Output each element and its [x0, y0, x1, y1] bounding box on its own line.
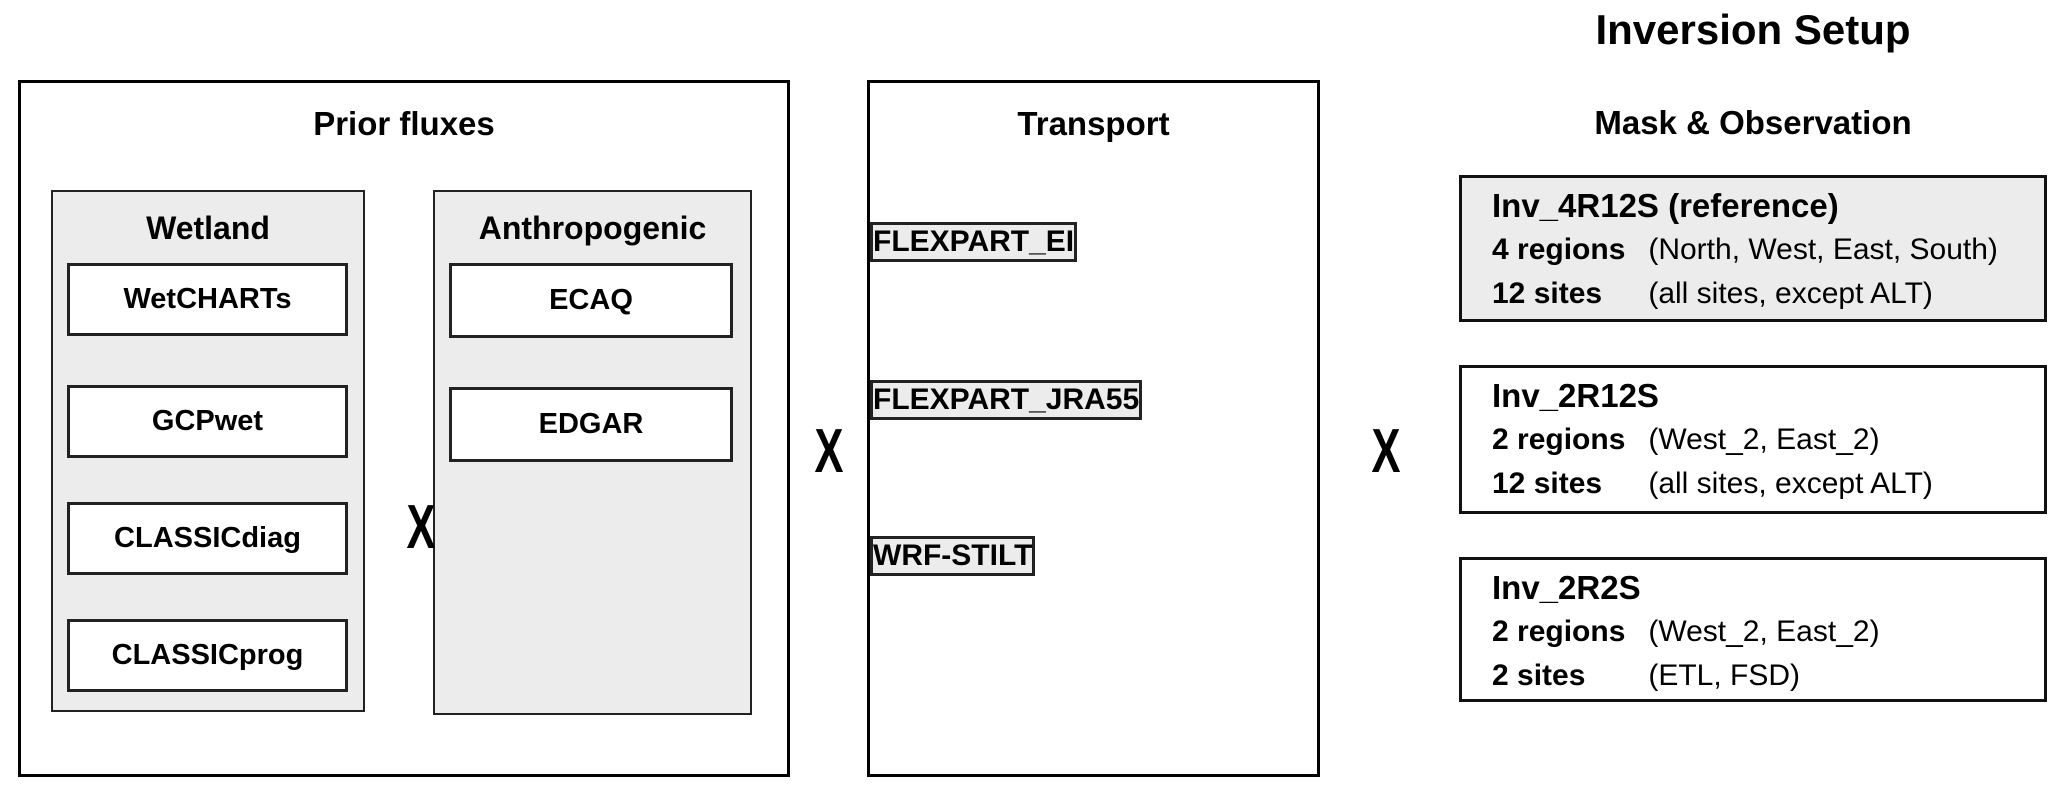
multiply-symbol-transport-inversion: X: [1371, 417, 1401, 486]
transport-model-flexpart-jra55: FLEXPART_JRA55: [870, 380, 1143, 420]
sites-desc: (all sites, except ALT): [1648, 277, 1933, 310]
inversion-sites-line: 12 sites (all sites, except ALT): [1492, 272, 2044, 316]
anthropogenic-column: Anthropogenic ECAQ EDGAR: [433, 190, 752, 715]
regions-desc: (West_2, East_2): [1648, 423, 1880, 456]
sites-label: 12 sites: [1492, 277, 1603, 310]
wetland-model-label: WetCHARTs: [123, 283, 292, 315]
inversion-box-inv-2r2s: Inv_2R2S 2 regions (West_2, East_2) 2 si…: [1459, 557, 2047, 702]
transport-model-label: FLEXPART_EI: [873, 225, 1075, 258]
anthropogenic-model-ecaq: ECAQ: [449, 263, 733, 338]
regions-label: 2 regions: [1492, 615, 1626, 648]
inversion-regions-line: 2 regions (West_2, East_2): [1492, 418, 2044, 462]
regions-label: 2 regions: [1492, 423, 1626, 456]
sites-label: 2 sites: [1492, 659, 1586, 692]
wetland-title: Wetland: [146, 210, 270, 246]
regions-desc: (North, West, East, South): [1648, 233, 1998, 266]
inversion-name: Inv_2R2S: [1492, 569, 1641, 606]
wetland-model-classicdiag: CLASSICdiag: [67, 502, 348, 575]
transport-model-flexpart-ei: FLEXPART_EI: [870, 222, 1078, 262]
inversion-regions-line: 2 regions (West_2, East_2): [1492, 610, 2044, 654]
prior-fluxes-title: Prior fluxes: [313, 105, 495, 142]
anthropogenic-model-label: ECAQ: [549, 284, 633, 316]
inversion-box-inv-4r12s: Inv_4R12S (reference) 4 regions (North, …: [1459, 175, 2047, 322]
wetland-model-wetcharts: WetCHARTs: [67, 263, 348, 336]
inversion-box-inv-2r12s: Inv_2R12S 2 regions (West_2, East_2) 12 …: [1459, 365, 2047, 514]
sites-desc: (all sites, except ALT): [1648, 467, 1933, 500]
prior-fluxes-box: Prior fluxes Wetland WetCHARTs GCPwet CL…: [18, 80, 790, 777]
anthropogenic-model-edgar: EDGAR: [449, 387, 733, 462]
sites-label: 12 sites: [1492, 467, 1603, 500]
sites-desc: (ETL, FSD): [1648, 659, 1801, 692]
anthropogenic-model-label: EDGAR: [538, 408, 644, 440]
multiply-symbol-wetland-anthropogenic: X: [406, 493, 436, 562]
inversion-sites-line: 12 sites (all sites, except ALT): [1492, 462, 2044, 506]
transport-box: Transport FLEXPART_EI FLEXPART_JRA55 WRF…: [867, 80, 1320, 777]
wetland-model-classicprog: CLASSICprog: [67, 619, 348, 692]
inversion-setup-title: Inversion Setup: [1595, 6, 1911, 53]
inversion-sites-line: 2 sites (ETL, FSD): [1492, 654, 2044, 698]
inversion-regions-line: 4 regions (North, West, East, South): [1492, 228, 2044, 272]
multiply-symbol-prior-transport: X: [814, 417, 844, 486]
mask-observation-title: Mask & Observation: [1594, 104, 1912, 141]
inversion-name: Inv_2R12S: [1492, 377, 1659, 414]
regions-label: 4 regions: [1492, 233, 1626, 266]
wetland-model-label: GCPwet: [151, 405, 264, 437]
wetland-model-label: CLASSICprog: [111, 639, 304, 671]
wetland-column: Wetland WetCHARTs GCPwet CLASSICdiag CLA…: [51, 190, 365, 712]
transport-title: Transport: [1017, 105, 1170, 142]
inversion-name: Inv_4R12S (reference): [1492, 187, 1839, 224]
transport-model-wrf-stilt: WRF-STILT: [870, 536, 1036, 576]
wetland-model-label: CLASSICdiag: [114, 522, 301, 554]
wetland-model-gcpwet: GCPwet: [67, 385, 348, 458]
regions-desc: (West_2, East_2): [1648, 615, 1880, 648]
anthropogenic-title: Anthropogenic: [478, 210, 707, 246]
transport-model-label: WRF-STILT: [873, 539, 1033, 572]
transport-model-label: FLEXPART_JRA55: [873, 383, 1140, 416]
